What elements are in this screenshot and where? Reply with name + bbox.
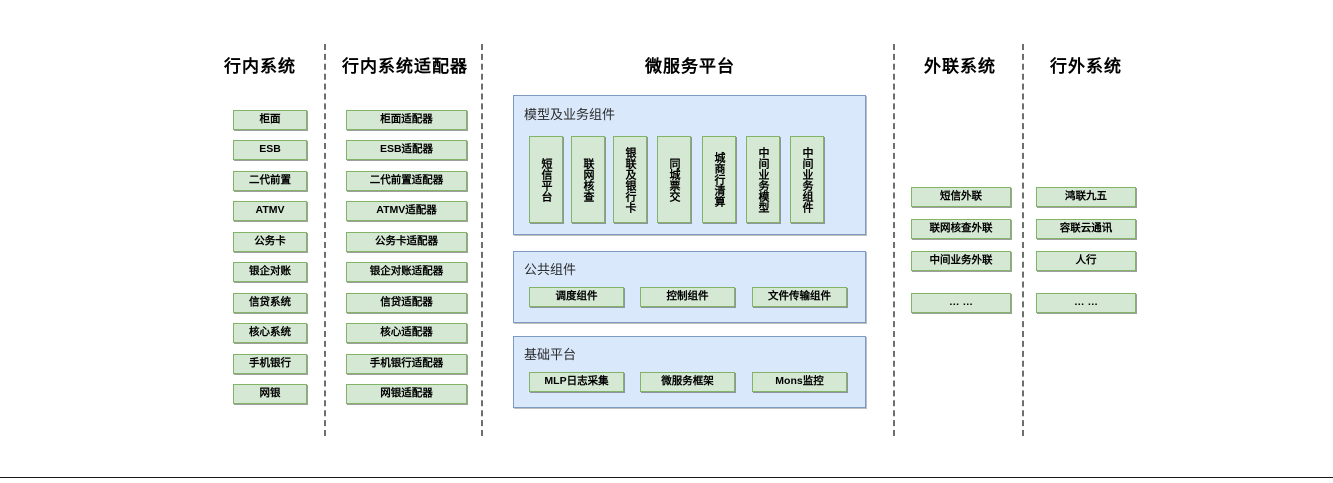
column-title-in-bank-adapters: 行内系统适配器	[342, 57, 468, 76]
node-outside-bank-system[interactable]: … …	[1036, 293, 1136, 313]
node-in-bank-system[interactable]: 银企对账	[233, 262, 307, 282]
column-separator-2	[481, 44, 483, 436]
column-title-outside-bank-systems: 行外系统	[1050, 57, 1122, 76]
node-in-bank-adapter[interactable]: ESB适配器	[346, 140, 467, 160]
column-title-in-bank-systems: 行内系统	[224, 57, 296, 76]
node-base-platform-component[interactable]: MLP日志采集	[529, 372, 624, 392]
node-model-component[interactable]: 短信平台	[529, 136, 563, 223]
column-separator-3	[893, 44, 895, 436]
node-model-component[interactable]: 城商行清算	[702, 136, 736, 223]
node-external-link-system[interactable]: 中间业务外联	[911, 251, 1011, 271]
panel-title-model-business-components: 模型及业务组件	[524, 107, 616, 122]
node-in-bank-adapter[interactable]: 银企对账适配器	[346, 262, 467, 282]
node-outside-bank-system[interactable]: 人行	[1036, 251, 1136, 271]
node-in-bank-system[interactable]: 二代前置	[233, 171, 307, 191]
node-model-component[interactable]: 银联及银行卡	[613, 136, 647, 223]
node-in-bank-adapter[interactable]: ATMV适配器	[346, 201, 467, 221]
node-external-link-system[interactable]: 联网核查外联	[911, 219, 1011, 239]
node-outside-bank-system[interactable]: 容联云通讯	[1036, 219, 1136, 239]
node-outside-bank-system[interactable]: 鸿联九五	[1036, 187, 1136, 207]
node-model-component[interactable]: 中间业务组件	[790, 136, 824, 223]
panel-title-public-components: 公共组件	[524, 262, 577, 277]
column-title-microservice-platform: 微服务平台	[645, 57, 735, 76]
node-in-bank-adapter[interactable]: 二代前置适配器	[346, 171, 467, 191]
node-in-bank-system[interactable]: 手机银行	[233, 354, 307, 374]
node-public-component[interactable]: 调度组件	[529, 287, 624, 307]
page-bottom-rule	[0, 477, 1333, 478]
node-in-bank-adapter[interactable]: 公务卡适配器	[346, 232, 467, 252]
node-model-component[interactable]: 联网核查	[571, 136, 605, 223]
column-title-external-link-systems: 外联系统	[924, 57, 996, 76]
node-base-platform-component[interactable]: 微服务框架	[640, 372, 735, 392]
node-in-bank-system[interactable]: 信贷系统	[233, 293, 307, 313]
node-model-component[interactable]: 中间业务模型	[746, 136, 780, 223]
column-separator-1	[324, 44, 326, 436]
node-in-bank-system[interactable]: 核心系统	[233, 323, 307, 343]
node-in-bank-adapter[interactable]: 柜面适配器	[346, 110, 467, 130]
node-in-bank-adapter[interactable]: 手机银行适配器	[346, 354, 467, 374]
node-model-component[interactable]: 同城票交	[657, 136, 691, 223]
node-in-bank-adapter[interactable]: 网银适配器	[346, 384, 467, 404]
node-in-bank-system[interactable]: 柜面	[233, 110, 307, 130]
node-in-bank-system[interactable]: 网银	[233, 384, 307, 404]
column-separator-4	[1022, 44, 1024, 436]
node-in-bank-system[interactable]: ATMV	[233, 201, 307, 221]
node-external-link-system[interactable]: … …	[911, 293, 1011, 313]
node-public-component[interactable]: 控制组件	[640, 287, 735, 307]
node-in-bank-adapter[interactable]: 信贷适配器	[346, 293, 467, 313]
node-public-component[interactable]: 文件传输组件	[752, 287, 847, 307]
node-in-bank-system[interactable]: ESB	[233, 140, 307, 160]
panel-title-base-platform: 基础平台	[524, 347, 577, 362]
node-in-bank-system[interactable]: 公务卡	[233, 232, 307, 252]
node-in-bank-adapter[interactable]: 核心适配器	[346, 323, 467, 343]
node-base-platform-component[interactable]: Mons监控	[752, 372, 847, 392]
node-external-link-system[interactable]: 短信外联	[911, 187, 1011, 207]
